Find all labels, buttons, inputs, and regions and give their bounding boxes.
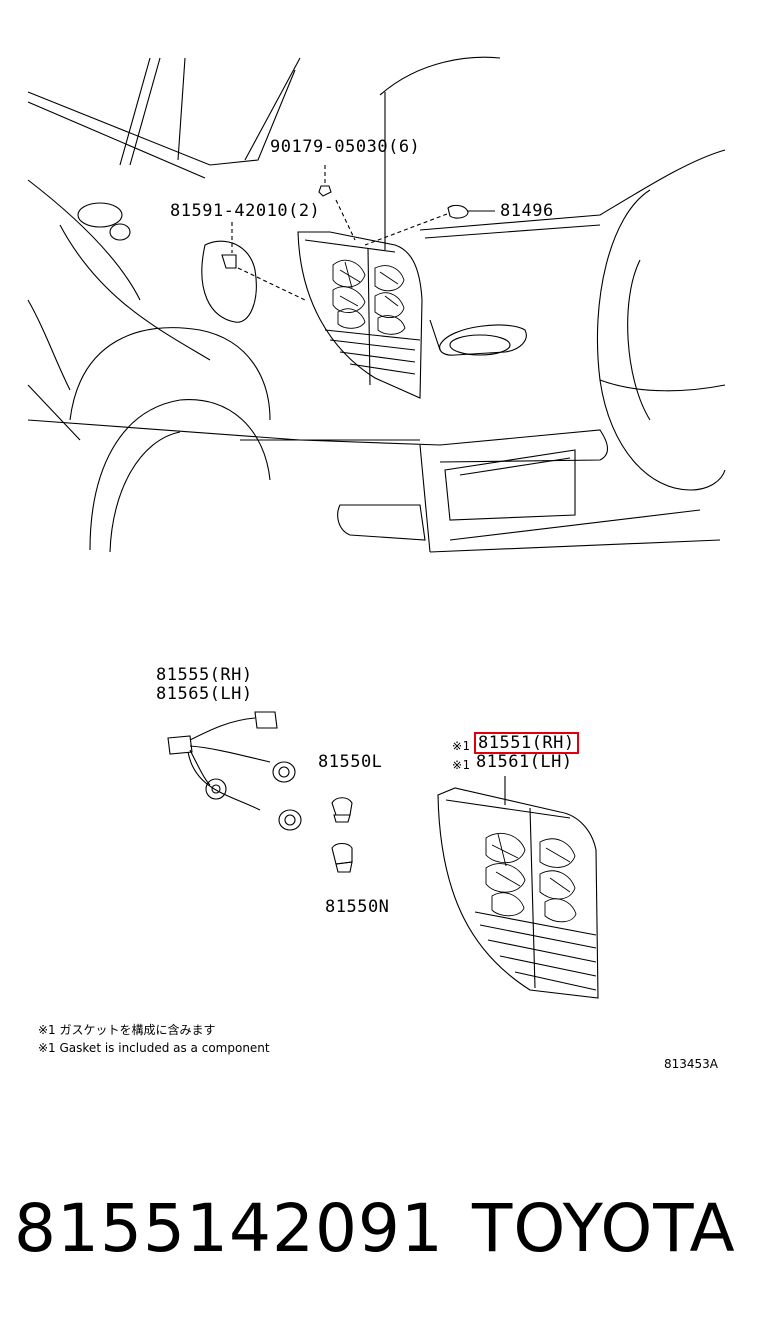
- diagram-reference: 813453A: [664, 1057, 719, 1071]
- callout-clip[interactable]: 81591-42010(2): [170, 201, 321, 221]
- callout-lamp-rh-highlighted[interactable]: 81551(RH): [474, 732, 579, 754]
- brand-name: TOYOTA: [472, 1190, 736, 1267]
- callout-screw[interactable]: 90179-05030(6): [270, 137, 421, 157]
- callout-wire-lh[interactable]: 81565(LH): [156, 684, 253, 704]
- wiring-harness-illustration: [167, 711, 302, 831]
- callout-lamp-rh-mark: ※1: [452, 735, 470, 755]
- callout-wire-rh[interactable]: 81555(RH): [156, 665, 253, 685]
- vehicle-rear-illustration: [27, 56, 726, 553]
- part-number: 8155142091: [14, 1190, 444, 1267]
- callout-lamp-lh-mark: ※1: [452, 754, 470, 774]
- tail-lamp-illustration: [437, 776, 599, 999]
- callout-lamp-lh[interactable]: 81561(LH): [476, 752, 573, 772]
- note-japanese: ※1 ガスケットを構成に含みます: [38, 1023, 216, 1037]
- callout-bulb-l[interactable]: 81550L: [318, 752, 383, 772]
- callout-socket[interactable]: 81496: [500, 201, 554, 221]
- note-mark: ※1: [452, 758, 471, 772]
- callout-bulb-n[interactable]: 81550N: [325, 897, 390, 917]
- bulb-illustrations: [331, 797, 353, 873]
- note-mark: ※1: [452, 739, 471, 753]
- note-english: ※1 Gasket is included as a component: [38, 1041, 270, 1055]
